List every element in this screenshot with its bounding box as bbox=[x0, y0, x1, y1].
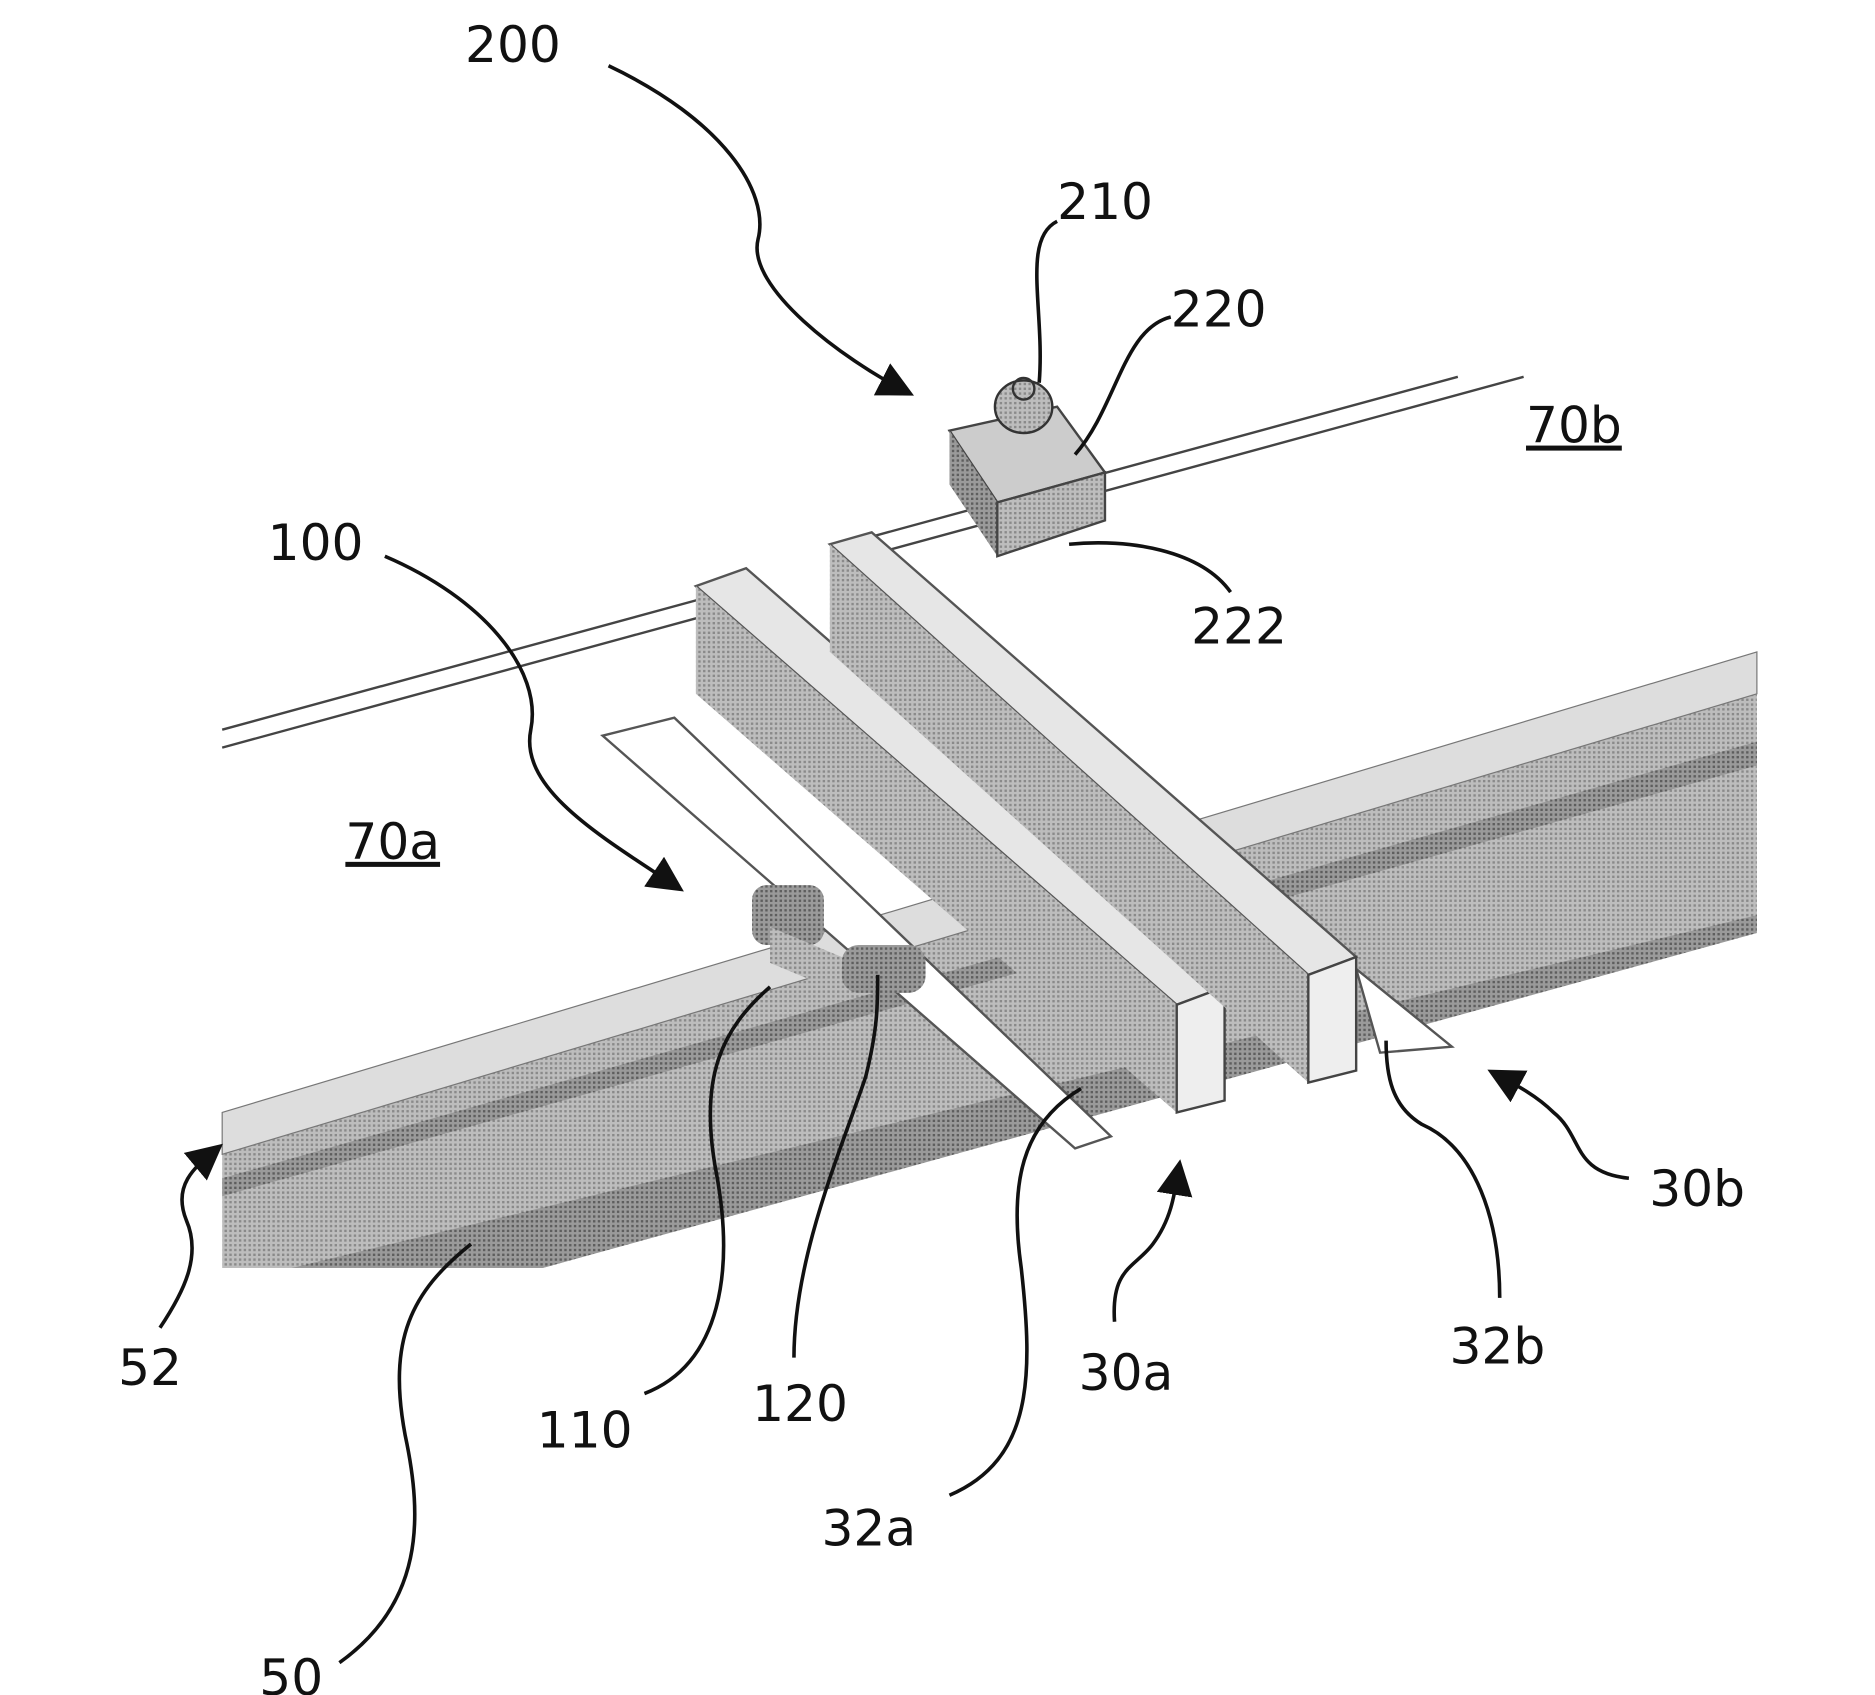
panel-70a-edge bbox=[222, 598, 704, 748]
label-70a: 70a bbox=[345, 812, 440, 871]
label-100: 100 bbox=[268, 513, 364, 572]
clamp-200 bbox=[949, 378, 1105, 556]
bolt-210 bbox=[995, 380, 1052, 433]
label-220: 220 bbox=[1171, 280, 1267, 339]
label-52: 52 bbox=[118, 1338, 182, 1397]
label-30a: 30a bbox=[1079, 1343, 1174, 1402]
label-110: 110 bbox=[537, 1400, 633, 1459]
label-222: 222 bbox=[1191, 597, 1287, 656]
label-32b: 32b bbox=[1449, 1317, 1545, 1376]
label-70b: 70b bbox=[1526, 396, 1622, 455]
label-32a: 32a bbox=[821, 1498, 916, 1557]
label-50: 50 bbox=[259, 1648, 323, 1695]
label-30b: 30b bbox=[1649, 1159, 1745, 1218]
label-200: 200 bbox=[465, 15, 561, 74]
label-210: 210 bbox=[1057, 172, 1153, 231]
label-120: 120 bbox=[752, 1374, 848, 1433]
